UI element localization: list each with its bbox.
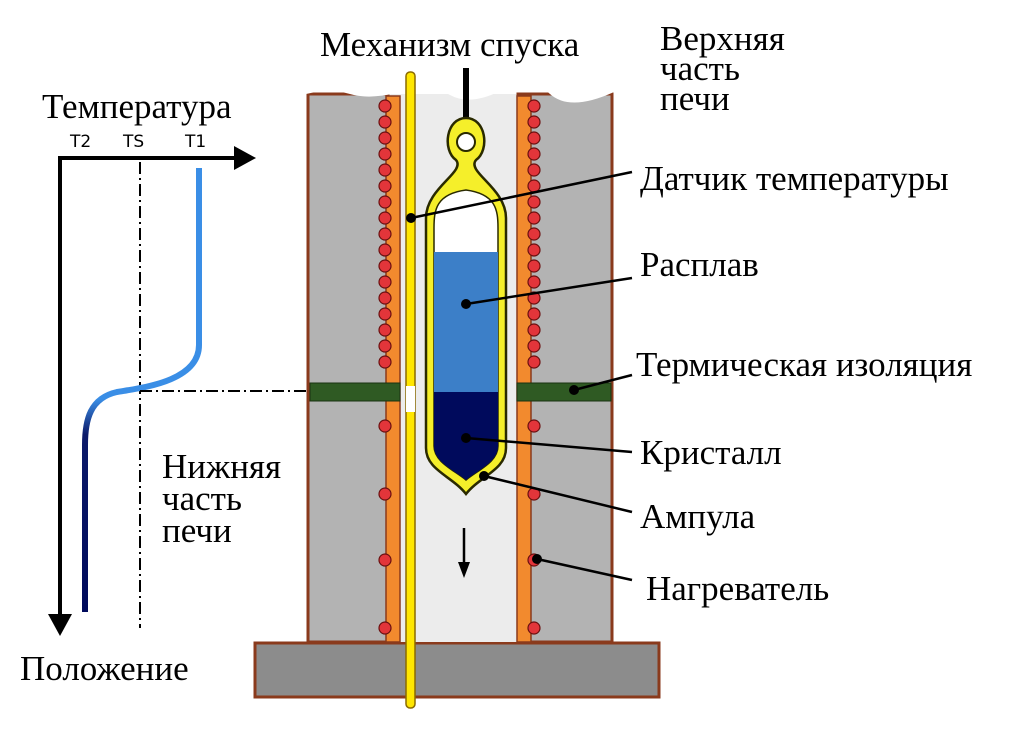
label-upper-furnace-line1: Верхняя xyxy=(660,19,785,58)
heater-element xyxy=(378,355,392,369)
label-lower-furnace-line3: печи xyxy=(162,511,232,550)
dot-insulation xyxy=(569,385,579,395)
temperature-curve xyxy=(82,168,202,612)
furnace-wall-left xyxy=(306,92,390,644)
leader-lines xyxy=(410,170,633,582)
heater-tube-right xyxy=(516,95,532,643)
label-lowering-mechanism: Механизм спуска xyxy=(320,25,580,64)
heater-element xyxy=(527,227,541,241)
heater-element xyxy=(378,115,392,129)
leader-insulation xyxy=(573,373,633,392)
furnace xyxy=(253,71,661,709)
heater-element xyxy=(527,147,541,161)
heater-element xyxy=(378,307,392,321)
label-crystal: Кристалл xyxy=(640,433,782,472)
dot-sensor xyxy=(406,213,416,223)
heater-element xyxy=(527,163,541,177)
leader-dots xyxy=(406,213,579,564)
heater-element xyxy=(378,243,392,257)
label-lower-furnace-line2: часть xyxy=(162,479,242,518)
heater-element xyxy=(527,131,541,145)
heater-element xyxy=(527,179,541,193)
furnace-base xyxy=(253,641,661,699)
heater-element xyxy=(527,307,541,321)
tick-ts: TS xyxy=(122,132,144,152)
dot-heater xyxy=(532,554,542,564)
leader-melt xyxy=(465,276,633,306)
insulation-left xyxy=(309,382,401,402)
heater-element xyxy=(378,147,392,161)
heater-element xyxy=(378,227,392,241)
heater-element xyxy=(527,99,541,113)
leader-crystal xyxy=(465,436,633,454)
tick-t2: T2 xyxy=(69,132,91,152)
leader-sensor xyxy=(410,170,633,220)
label-upper-furnace-line3: печи xyxy=(660,79,730,118)
tick-t1: T1 xyxy=(184,132,206,152)
heater-element xyxy=(527,621,541,635)
heater-element xyxy=(527,419,541,433)
position-axis-label: Положение xyxy=(20,649,189,688)
heater-element xyxy=(378,131,392,145)
heater-element xyxy=(527,243,541,257)
temperature-axis-arrow-icon xyxy=(234,146,256,170)
heater-element xyxy=(527,323,541,337)
label-upper-furnace-line2: часть xyxy=(660,49,740,88)
dot-ampoule xyxy=(479,471,489,481)
label-ampoule: Ампула xyxy=(640,497,756,536)
label-melt: Расплав xyxy=(640,245,759,284)
heater-elements xyxy=(378,99,541,635)
heater-element xyxy=(378,275,392,289)
cutaway-edge xyxy=(306,84,614,103)
dot-melt xyxy=(461,299,471,309)
temperature-profile-chart: Температура T2 TS T1 Положение xyxy=(20,87,256,688)
heater-element xyxy=(378,487,392,501)
heater-element xyxy=(527,339,541,353)
heater-element xyxy=(527,275,541,289)
heater-element xyxy=(527,195,541,209)
label-heater: Нагреватель xyxy=(646,569,829,608)
dot-crystal xyxy=(461,433,471,443)
heater-element xyxy=(378,323,392,337)
heater-element xyxy=(378,621,392,635)
heater-element xyxy=(527,259,541,273)
insulation-right xyxy=(516,382,612,402)
label-lower-furnace-line1: Нижняя xyxy=(162,447,281,486)
leader-heater xyxy=(536,557,633,582)
heater-element xyxy=(378,553,392,567)
heater-element xyxy=(527,115,541,129)
heater-element xyxy=(527,355,541,369)
heater-element xyxy=(378,163,392,177)
heater-element xyxy=(527,211,541,225)
ampoule-eye xyxy=(456,132,476,152)
temperature-axis-label: Температура xyxy=(42,87,232,126)
label-temperature-sensor: Датчик температуры xyxy=(640,159,949,198)
heater-element xyxy=(378,419,392,433)
leader-ampoule xyxy=(483,474,633,514)
heater-element xyxy=(378,179,392,193)
heater-element xyxy=(378,99,392,113)
label-thermal-insulation: Термическая изоляция xyxy=(636,345,972,384)
position-axis-arrow-icon xyxy=(48,614,72,636)
heater-element xyxy=(378,195,392,209)
heater-element xyxy=(378,291,392,305)
heater-element xyxy=(378,211,392,225)
melt xyxy=(434,252,498,392)
down-arrow-icon xyxy=(458,562,470,578)
heater-element xyxy=(378,339,392,353)
heater-element xyxy=(378,259,392,273)
